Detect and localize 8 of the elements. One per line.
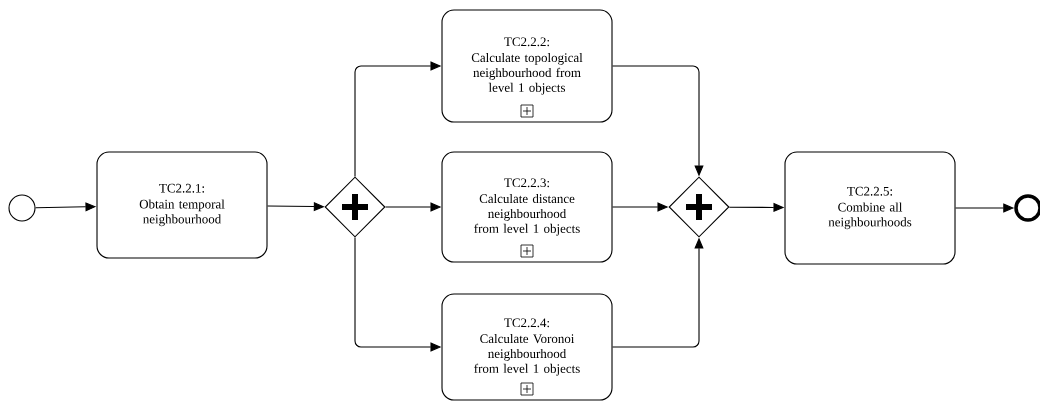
task-box: TC2.2.3: Calculate distance neighbourhood from level 1 objects — [441, 151, 613, 263]
gateway-diamond — [668, 176, 730, 238]
task-box: TC2.2.4: Calculate Voronoi neighbourhood from level 1 objects — [441, 293, 613, 401]
start-event-circle — [8, 194, 36, 222]
task-box: TC2.2.2: Calculate topological neighbourhood from level 1 objects — [441, 9, 613, 123]
gateway-diamond — [324, 176, 386, 238]
task-box: TC2.2.5: Combine all neighbourhoods — [784, 151, 956, 265]
task-box: TC2.2.1: Obtain temporal neighbourhood — [96, 151, 268, 259]
